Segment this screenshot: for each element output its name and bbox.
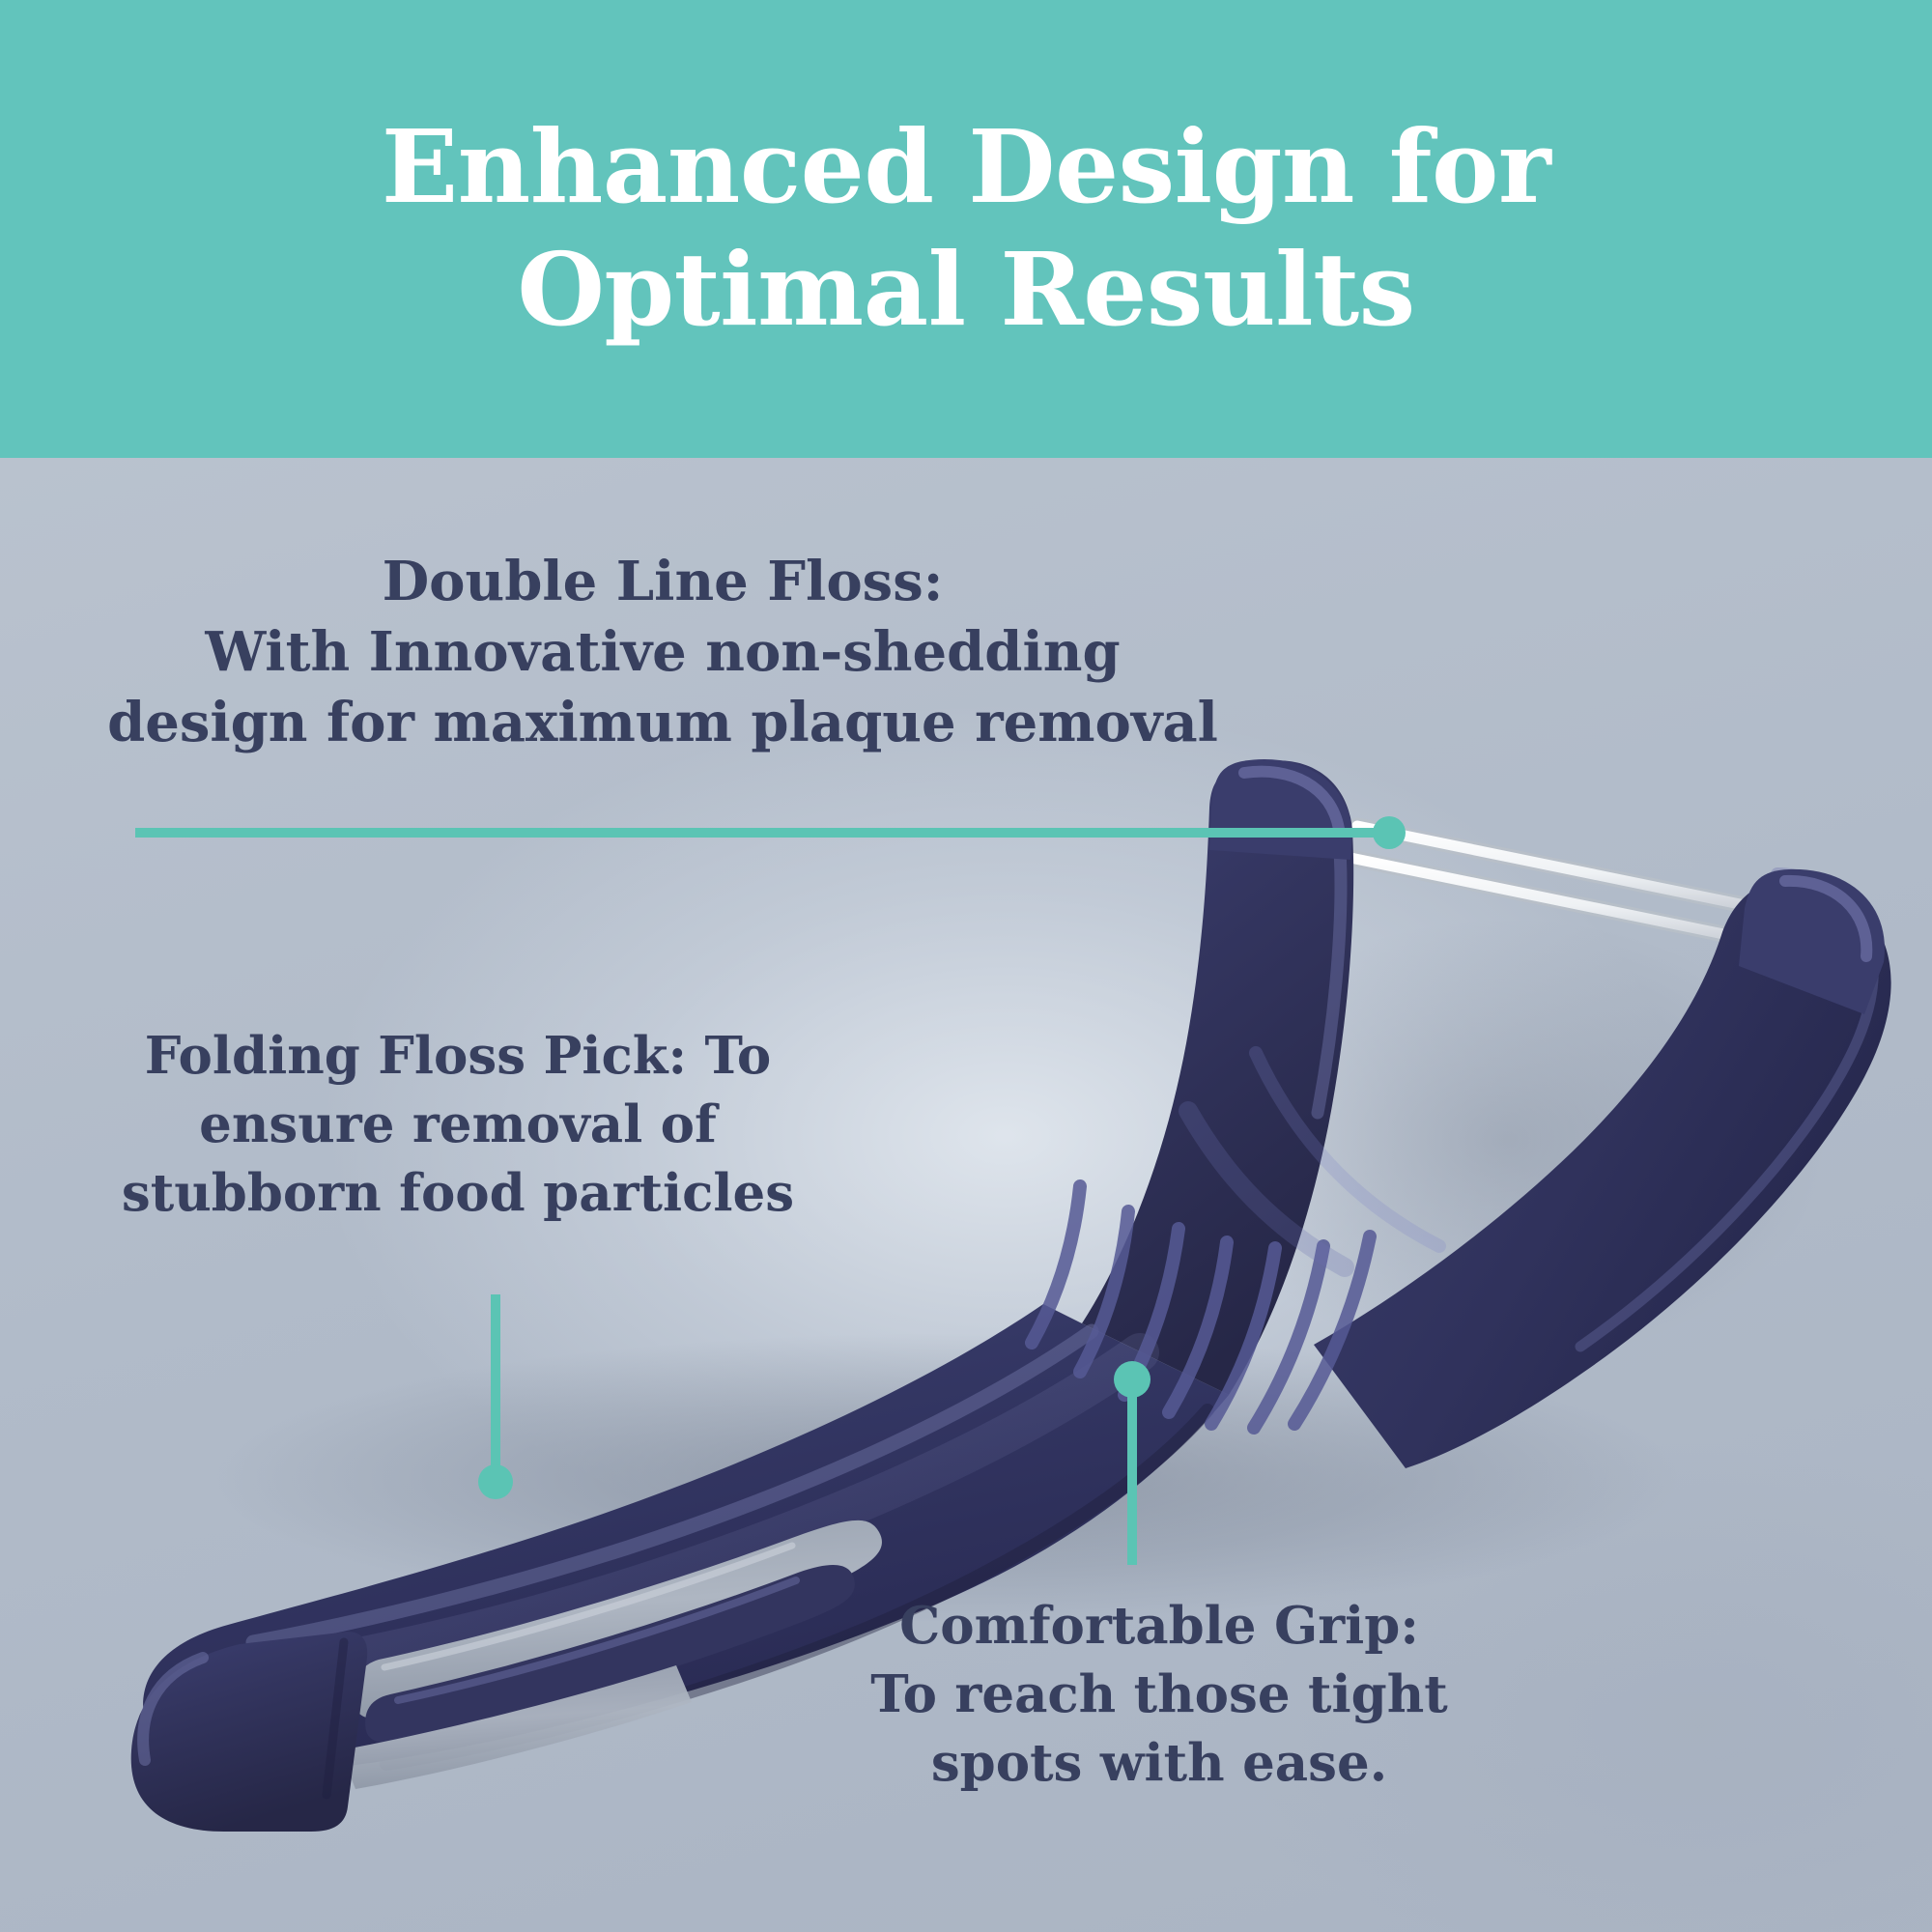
page-title-line-1: Enhanced Design for	[381, 107, 1551, 227]
callout-line: design for maximum plaque removal	[107, 690, 1218, 754]
callout-line: Folding Floss Pick: To	[144, 1026, 772, 1086]
pick-tip	[130, 1632, 368, 1832]
callout-folding-floss-pick: Folding Floss Pick: To ensure removal of…	[81, 1022, 835, 1228]
pick-slot-lower	[340, 1665, 692, 1789]
callout-line: spots with ease.	[930, 1733, 1388, 1794]
junction-sheen	[1179, 1046, 1446, 1277]
header-banner: Enhanced Design for Optimal Results	[0, 0, 1932, 458]
floss-strands	[1342, 817, 1791, 953]
callout-line: stubborn food particles	[121, 1163, 795, 1224]
pick-arm	[365, 1565, 855, 1743]
page-title-line-2: Optimal Results	[517, 230, 1415, 349]
callout-line: To reach those tight	[870, 1664, 1448, 1725]
callout-double-line-floss: Double Line Floss: With Innovative non-s…	[93, 547, 1233, 757]
callout-line: Comfortable Grip:	[899, 1596, 1419, 1656]
callout-line: With Innovative non-shedding	[205, 619, 1121, 684]
callout-line: Double Line Floss:	[382, 550, 944, 613]
pick-slot	[353, 1520, 882, 1719]
grip-ridges	[1025, 1179, 1377, 1435]
callout-line: ensure removal of	[199, 1094, 717, 1155]
callout-comfortable-grip: Comfortable Grip: To reach those tight s…	[811, 1592, 1507, 1798]
fork-right-tip	[1739, 868, 1885, 1014]
fork-left-tip	[1209, 759, 1352, 860]
